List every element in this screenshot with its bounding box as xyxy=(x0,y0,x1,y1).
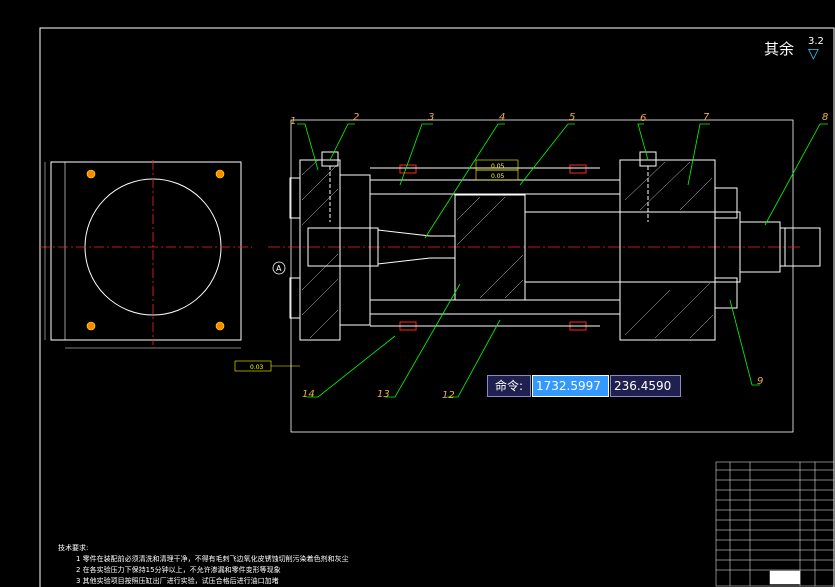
notes-line-3: 3 其他实验项目按照压缸出厂进行实验，试压合格后进行油口加堵 xyxy=(76,577,279,585)
technical-requirements: 技术要求: 1 零件在装配前必须清洗和清理干净，不得有毛刺飞边氧化皮锈蚀切削污染… xyxy=(58,543,349,587)
datum-marker xyxy=(272,261,286,275)
part-number-7: 7 xyxy=(703,112,710,123)
part-number-4: 4 xyxy=(499,112,506,123)
part-number-2: 2 xyxy=(353,112,360,123)
part-number-3: 3 xyxy=(428,112,435,123)
part-number-5: 5 xyxy=(569,112,576,123)
notes-title: 技术要求: xyxy=(58,544,89,552)
cylinder-section xyxy=(268,151,821,341)
roughness-triangle-icon: ▽ xyxy=(808,46,819,62)
part-number-14: 14 xyxy=(302,389,315,400)
part-number-8: 8 xyxy=(822,112,829,123)
roughness-prefix: 其余 xyxy=(764,40,795,58)
gdt-values: 0.05 0.05 0.03 xyxy=(250,163,505,371)
coordinate-y-input[interactable]: 236.4590 xyxy=(610,375,681,397)
svg-text:0.05: 0.05 xyxy=(491,173,505,180)
svg-text:0.03: 0.03 xyxy=(250,364,264,371)
notes-line-2: 2 在各实验压力下保持15分钟以上，不允许渗漏和零件变形等现象 xyxy=(76,566,281,574)
callout-leaders xyxy=(297,123,828,398)
view-frame xyxy=(290,119,794,433)
svg-text:0.05: 0.05 xyxy=(491,163,505,170)
part-number-13: 13 xyxy=(377,389,390,400)
part-number-1: 1 xyxy=(290,116,297,127)
part-number-9: 9 xyxy=(757,376,764,387)
end-view xyxy=(40,160,252,349)
roughness-value: 3.2 xyxy=(808,36,824,47)
notes-line-1: 1 零件在装配前必须清洗和清理干净，不得有毛刺飞边氧化皮锈蚀切削污染着色剂和灰尘 xyxy=(76,555,349,563)
part-number-6: 6 xyxy=(640,113,647,124)
gdt-frames xyxy=(234,159,519,372)
drawing-border xyxy=(39,27,835,587)
part-number-12: 12 xyxy=(442,390,455,401)
command-prompt-label: 命令: xyxy=(487,375,531,397)
title-block xyxy=(715,461,835,587)
datum-label: A xyxy=(276,264,282,273)
coordinate-x-input[interactable]: 1732.5997 xyxy=(532,375,609,397)
roughness-note: 其余 3.2 ▽ xyxy=(764,36,824,62)
